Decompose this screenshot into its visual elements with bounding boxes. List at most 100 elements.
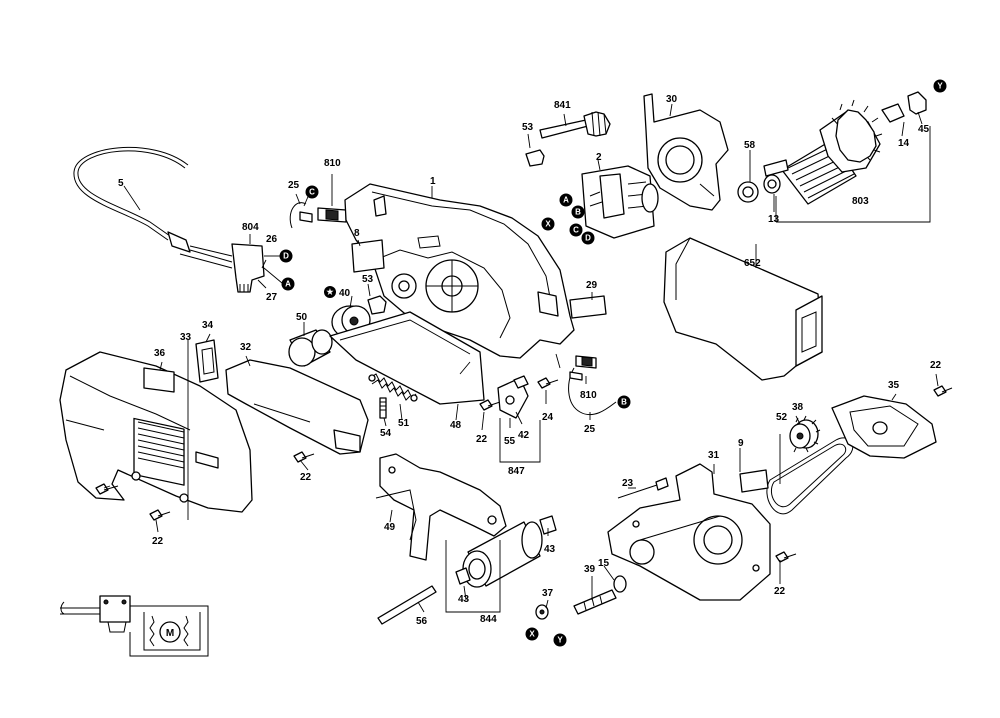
tension-spring (368, 373, 418, 402)
star-marker: ★ (324, 286, 336, 298)
label-38: 38 (792, 402, 804, 413)
label-52: 52 (776, 412, 788, 423)
power-cord (73, 147, 233, 269)
label-54: 54 (380, 428, 392, 439)
svg-text:D: D (283, 252, 289, 261)
svg-text:B: B (621, 398, 627, 407)
svg-text:B: B (575, 208, 581, 217)
connection-marker-b-brush: B (617, 395, 631, 409)
screws-22 (95, 385, 953, 563)
label-50: 50 (296, 312, 308, 323)
label-14: 14 (898, 138, 910, 149)
switch-part (231, 243, 283, 293)
label-810a: 810 (324, 158, 341, 169)
svg-text:C: C (309, 188, 315, 197)
label-25b: 25 (584, 424, 596, 435)
svg-text:Y: Y (937, 82, 943, 91)
svg-text:X: X (545, 220, 551, 229)
label-22c: 22 (476, 434, 488, 445)
tension-lever (497, 375, 541, 463)
label-plate-29 (569, 295, 607, 319)
label-29: 29 (586, 280, 598, 291)
connection-marker-d-top: D (581, 231, 595, 245)
svg-text:C: C (573, 226, 579, 235)
label-31: 31 (708, 450, 720, 461)
label-804: 804 (242, 222, 259, 233)
label-36: 36 (154, 348, 166, 359)
wiring-schematic: M (60, 595, 209, 657)
connection-marker-y-bottom: Y (553, 633, 567, 647)
label-55: 55 (504, 436, 516, 447)
front-cover (225, 359, 369, 455)
label-847: 847 (508, 466, 525, 477)
label-53b: 53 (362, 274, 374, 285)
label-24: 24 (542, 412, 554, 423)
label-32: 32 (240, 342, 252, 353)
connection-marker-c-brush: C (305, 185, 319, 199)
label-30: 30 (666, 94, 678, 105)
label-8: 8 (354, 228, 360, 239)
rear-handle-housing (59, 351, 253, 513)
label-1: 1 (430, 176, 436, 187)
label-49: 49 (384, 522, 396, 533)
adjust-screw (379, 397, 387, 419)
bearing-58 (737, 181, 759, 203)
leader-lines (103, 103, 939, 613)
label-58: 58 (744, 140, 756, 151)
svg-text:A: A (563, 196, 569, 205)
connection-marker-x-bottom: X (525, 627, 539, 641)
bushing-53 (367, 149, 545, 315)
clip-34 (195, 339, 219, 383)
label-22d: 22 (930, 360, 942, 371)
label-plate-36 (143, 367, 175, 393)
connection-marker-a-top: A (559, 193, 573, 207)
screw-24 (537, 377, 559, 389)
label-22b: 22 (300, 472, 312, 483)
brush-holder-bottom (568, 355, 617, 416)
gear-shaft (539, 111, 611, 139)
motor-bracket (643, 93, 729, 211)
label-37: 37 (542, 588, 554, 599)
label-53a: 53 (522, 122, 534, 133)
svg-text:Y: Y (557, 636, 563, 645)
axle-rod (377, 585, 437, 625)
label-841: 841 (554, 100, 571, 111)
label-22e: 22 (774, 586, 786, 597)
label-810b: 810 (580, 390, 597, 401)
svg-text:M: M (166, 628, 174, 639)
label-plate-9 (739, 469, 769, 493)
rear-roller (288, 329, 333, 367)
label-5: 5 (118, 178, 124, 189)
label-42: 42 (518, 430, 530, 441)
gear-housing (607, 463, 771, 601)
label-25a: 25 (288, 180, 300, 191)
bearing-13 (763, 174, 781, 194)
front-drum-roller (455, 515, 557, 588)
label-43b: 43 (458, 594, 470, 605)
label-40: 40 (339, 288, 351, 299)
connection-marker-d-switch: D (279, 249, 293, 263)
motor-housing (344, 183, 575, 359)
label-15: 15 (598, 558, 610, 569)
label-35: 35 (888, 380, 900, 391)
label-2: 2 (596, 152, 602, 163)
label-51: 51 (398, 418, 410, 429)
mounting-bracket (375, 453, 507, 561)
connection-marker-c-top: C (569, 223, 583, 237)
screw-23 (617, 477, 669, 499)
label-23: 23 (622, 478, 634, 489)
drive-shaft (535, 575, 627, 620)
label-34: 34 (202, 320, 214, 331)
label-plate-8 (351, 239, 385, 273)
label-43a: 43 (544, 544, 556, 555)
gear-cover (831, 395, 937, 459)
label-33: 33 (180, 332, 192, 343)
connection-marker-x-top: X (541, 217, 555, 231)
svg-text:X: X (529, 630, 535, 639)
part-number-labels: 1 2 5 8 9 13 14 15 22 22 22 22 22 23 24 … (118, 94, 942, 627)
connection-marker-a-switch: A (281, 277, 295, 291)
field-stator (581, 165, 659, 239)
label-27: 27 (266, 292, 278, 303)
label-13: 13 (768, 214, 780, 225)
